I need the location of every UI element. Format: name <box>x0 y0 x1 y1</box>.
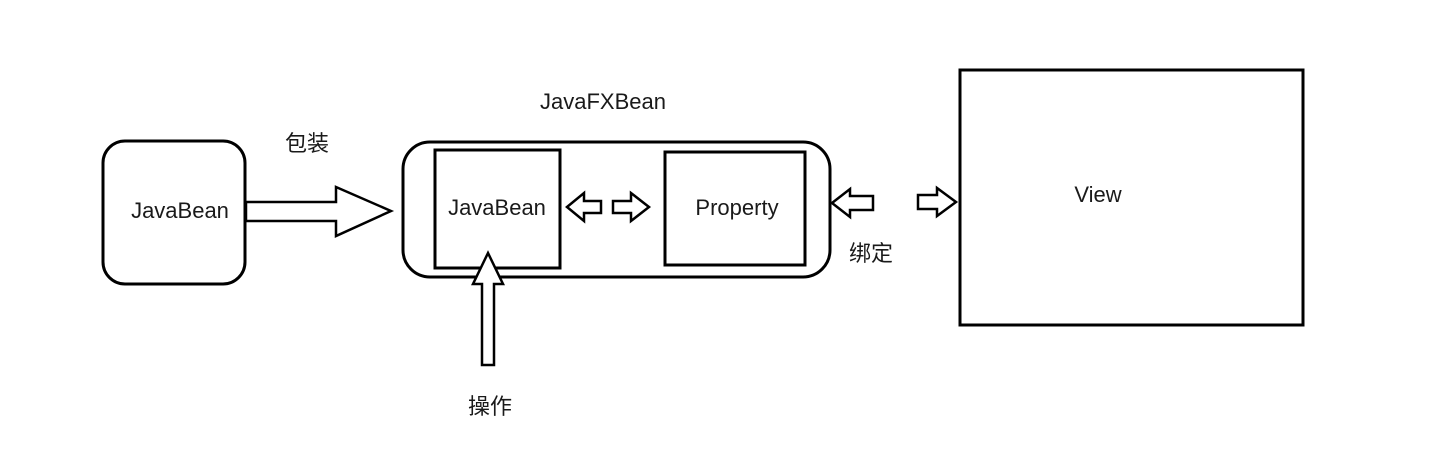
javabean-inner-box <box>433 148 562 270</box>
javabean-left-label: JavaBean <box>131 198 229 223</box>
view-label: View <box>1074 182 1121 207</box>
javafxbean-title: JavaFXBean <box>540 89 666 114</box>
property-label: Property <box>695 195 778 220</box>
property-box <box>663 150 807 267</box>
operate-label: 操作 <box>468 394 512 419</box>
wrap-label: 包装 <box>285 131 329 156</box>
inner-arrow-left-icon <box>565 190 603 224</box>
bind-label: 绑定 <box>849 241 893 266</box>
wrap-arrow-icon <box>244 185 395 238</box>
inner-arrow-right-icon <box>611 190 652 224</box>
javabean-inner-label: JavaBean <box>448 195 546 220</box>
operate-arrow-icon <box>471 250 505 367</box>
view-box <box>958 68 1305 327</box>
bind-arrow-left-icon <box>829 186 875 220</box>
bind-arrow-right-icon <box>916 185 959 219</box>
